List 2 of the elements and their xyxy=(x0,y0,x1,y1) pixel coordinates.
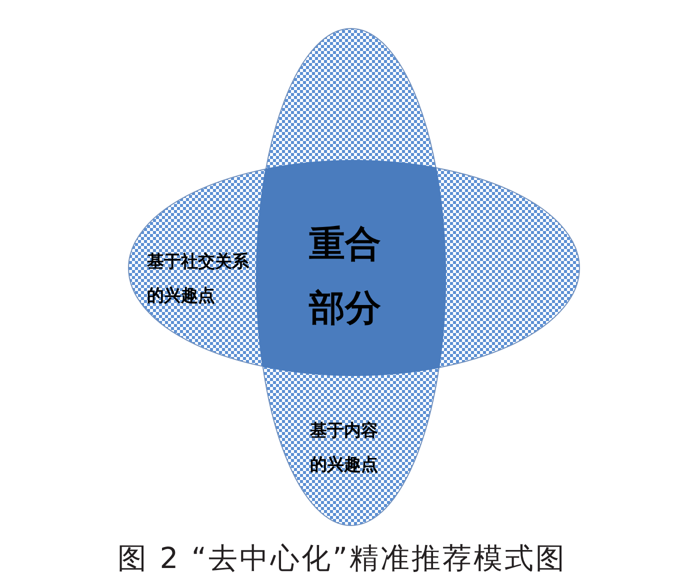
overlap-label: 重合部分 xyxy=(308,222,382,331)
figure-caption: 图 2 “去中心化”精准推荐模式图 xyxy=(116,540,568,577)
